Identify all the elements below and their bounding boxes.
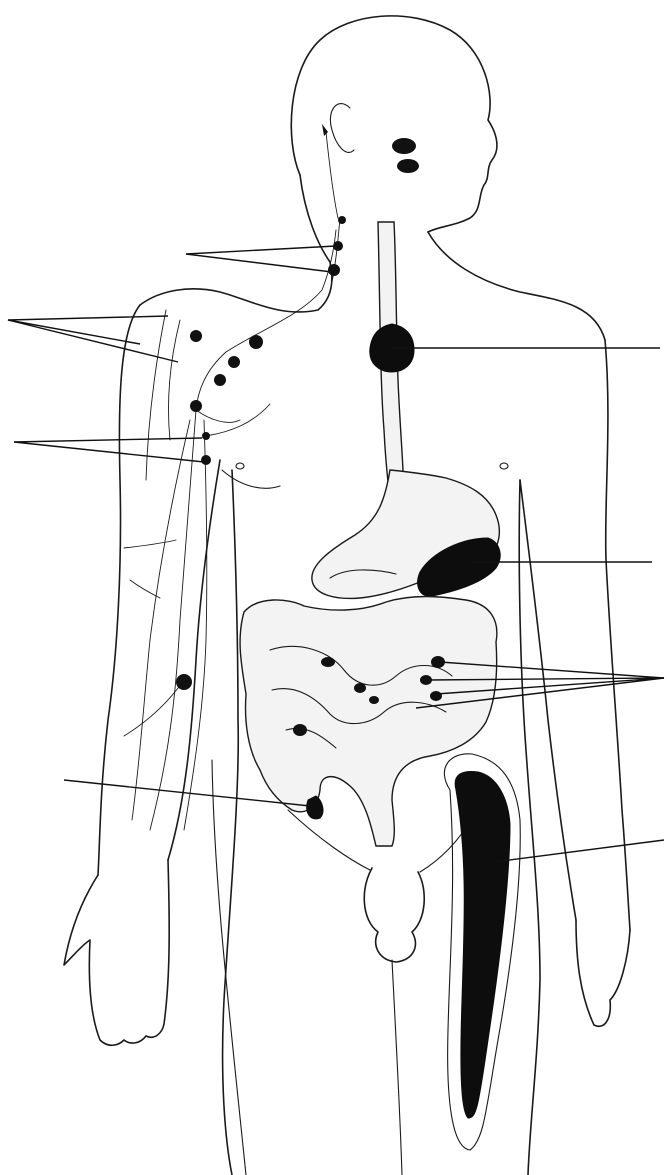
arm-left-inner [168, 460, 220, 860]
mesenteric-node-5 [430, 691, 442, 701]
esophagus [370, 222, 414, 500]
leader-pectoral-1 [14, 438, 202, 442]
ear-node [322, 124, 328, 136]
femur-marrow [455, 772, 510, 1118]
torso-left [223, 470, 239, 1175]
torso-right [519, 480, 540, 1175]
cervical-node-3 [338, 216, 346, 224]
leader-axillary-1 [8, 316, 168, 320]
torso-midline [212, 760, 246, 1175]
mesenteric-node-2 [354, 683, 366, 693]
tonsil-lower [397, 159, 419, 173]
vessel-7 [146, 310, 166, 480]
leader-pectoral-2 [14, 442, 204, 462]
tonsils [392, 138, 419, 173]
mesenteric-node-7 [369, 696, 379, 704]
groin-left [288, 810, 370, 870]
mesenteric-node-1 [321, 657, 335, 667]
arm-right-outer [605, 340, 630, 930]
leader-axillary-3 [8, 320, 178, 362]
vessel-6 [168, 320, 180, 440]
femur [444, 754, 520, 1150]
vessel-5 [132, 420, 190, 820]
neck-left [140, 175, 332, 312]
ear [330, 104, 354, 153]
genitals [364, 868, 424, 962]
arm-right-inner [520, 480, 576, 920]
nipple-right [500, 463, 508, 469]
tonsil-upper [392, 138, 416, 154]
axillary-node-7 [201, 455, 211, 465]
appendix [307, 796, 323, 819]
cubital-node [176, 674, 192, 690]
vessel-11 [124, 540, 176, 548]
stomach [312, 470, 500, 598]
leader-cervical-1 [186, 246, 336, 254]
leader-axillary-2 [8, 320, 140, 344]
shoulder-right [428, 232, 605, 340]
axillary-node-4 [249, 335, 263, 349]
vessel-12 [130, 580, 160, 598]
axillary-node-5 [190, 400, 202, 412]
vessel-3 [150, 410, 196, 830]
axillary-node-1 [190, 330, 202, 342]
vessel-13 [326, 132, 338, 218]
axillary-node-6 [202, 432, 210, 440]
inner-leg [392, 960, 402, 1175]
leader-cervical-2 [186, 254, 332, 272]
hand-right [576, 920, 630, 1026]
cervical-node-2 [328, 264, 340, 276]
arm-left-outer [98, 305, 140, 875]
axillary-node-3 [214, 374, 226, 386]
head-outline [291, 16, 497, 232]
hand-left [64, 860, 169, 1045]
vessel-8 [196, 410, 240, 422]
nipple-left [236, 463, 244, 469]
mesenteric-node-6 [293, 724, 307, 736]
axillary-node-2 [228, 356, 240, 368]
chest-line [222, 470, 280, 488]
leader-bone-marrow [494, 840, 664, 862]
